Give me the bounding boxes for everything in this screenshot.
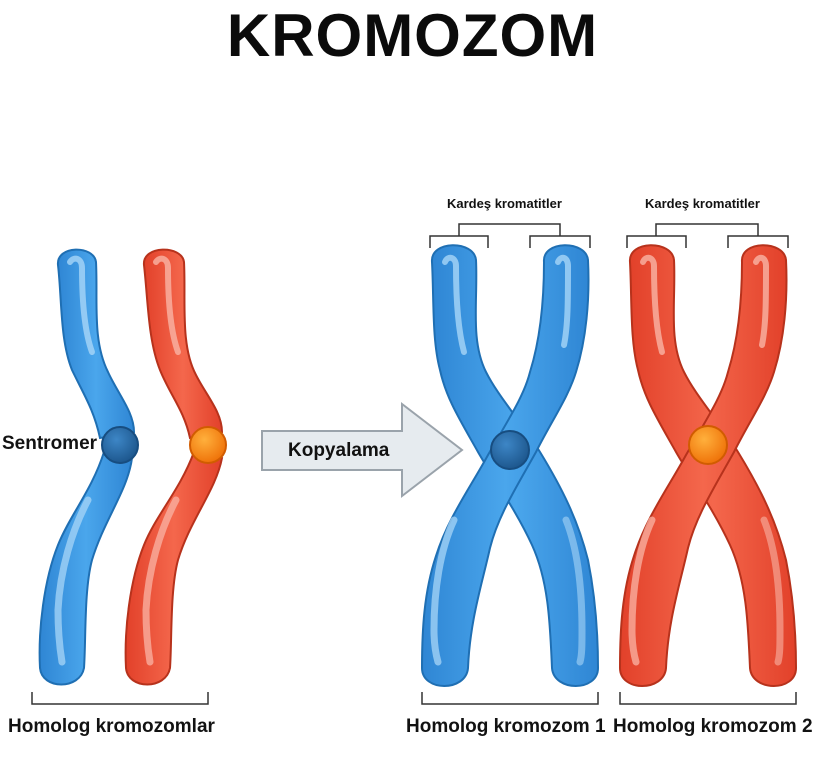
page-title: KROMOZOM [226, 2, 599, 69]
blue-x-highlight-4 [562, 516, 586, 666]
bottom-bracket-homolog-1 [421, 692, 599, 705]
bottom-bracket-homolog-2 [619, 692, 797, 705]
blue-lower-highlight [54, 496, 92, 666]
sister-bracket-right [626, 223, 789, 248]
blue-x-highlight-3 [430, 516, 458, 666]
red-x-highlight-4 [760, 516, 784, 666]
red-chromosome-unreplicated [124, 248, 227, 686]
red-upper-highlight [153, 255, 181, 355]
label-homolog-2: Homolog kromozom 2 [613, 716, 813, 737]
label-centromere: Sentromer [2, 433, 98, 454]
red-x-highlight-2 [753, 254, 770, 348]
red-upper-arm [142, 248, 224, 440]
red-chromosome-replicated [618, 244, 798, 687]
blue-upper-arm [56, 248, 136, 440]
blue-centromere [101, 426, 139, 464]
label-homolog-1: Homolog kromozom 1 [406, 716, 606, 737]
blue-centromere-replicated [490, 430, 530, 470]
blue-x-highlight-1 [442, 254, 467, 355]
blue-chromosome-unreplicated [38, 248, 139, 686]
label-sister-chromatids-left: Kardeş kromatitler [447, 196, 562, 211]
red-lower-highlight [142, 496, 180, 666]
orange-centromere-replicated [688, 425, 728, 465]
red-x-highlight-1 [640, 254, 665, 355]
label-sister-chromatids-right: Kardeş kromatitler [645, 196, 760, 211]
blue-x-highlight-2 [555, 254, 572, 348]
label-homolog-pair: Homolog kromozomlar [8, 716, 215, 737]
label-copying: Kopyalama [288, 440, 390, 461]
blue-upper-highlight [67, 255, 95, 355]
bottom-bracket-homolog-pair [31, 692, 209, 705]
orange-centromere-left [189, 426, 227, 464]
blue-chromosome-replicated [420, 244, 600, 687]
blue-lower-arm [38, 450, 134, 686]
red-lower-arm [124, 450, 224, 686]
right-arrow-icon [261, 401, 464, 499]
red-x-highlight-3 [628, 516, 656, 666]
sister-bracket-left [429, 223, 591, 248]
